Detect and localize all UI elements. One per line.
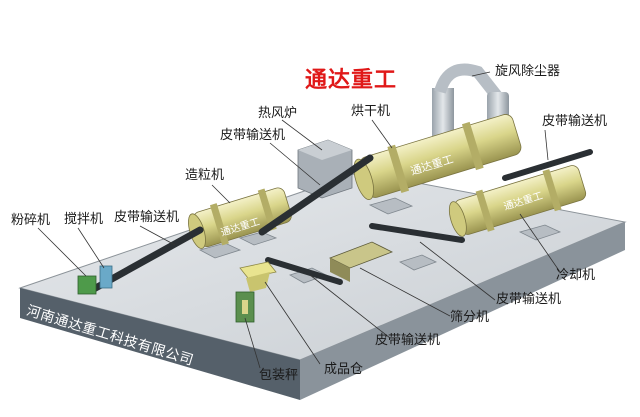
- label-belt-conveyor-2: 皮带输送机: [220, 128, 286, 143]
- crusher: [77, 275, 97, 295]
- brand-title: 通达重工: [305, 68, 398, 93]
- label-belt-conveyor-5: 皮带输送机: [375, 333, 441, 348]
- label-product-bin: 成品仓: [324, 362, 364, 377]
- label-packing-scale: 包装秤: [259, 368, 299, 383]
- label-granulator: 造粒机: [185, 168, 225, 183]
- label-belt-conveyor-1: 皮带输送机: [114, 210, 180, 225]
- leader-lines: [37, 71, 561, 369]
- belt-conveyor-granulator-dryer: [258, 154, 374, 236]
- product-bin: [239, 261, 277, 292]
- packing-scale: [235, 291, 255, 323]
- label-cyclone: 旋风除尘器: [495, 64, 561, 79]
- screener: [329, 241, 393, 282]
- belt-conveyor-screener-bin: [265, 257, 343, 285]
- label-crusher: 粉碎机: [11, 213, 51, 228]
- label-belt-conveyor-4: 皮带输送机: [496, 292, 562, 307]
- label-screener: 筛分机: [450, 310, 490, 325]
- belt-conveyor-cooler-screener: [369, 223, 465, 243]
- granulator-drum: [188, 187, 292, 249]
- belt-conveyor-dryer-cooler: [502, 149, 593, 181]
- label-cooler: 冷却机: [556, 268, 596, 283]
- cooler-drum: [448, 165, 587, 237]
- label-dryer: 烘干机: [351, 104, 391, 119]
- mixer: [99, 265, 113, 289]
- label-hot-air-furnace: 热风炉: [258, 106, 298, 121]
- label-belt-conveyor-3: 皮带输送机: [542, 114, 608, 129]
- label-mixer: 搅拌机: [64, 212, 104, 227]
